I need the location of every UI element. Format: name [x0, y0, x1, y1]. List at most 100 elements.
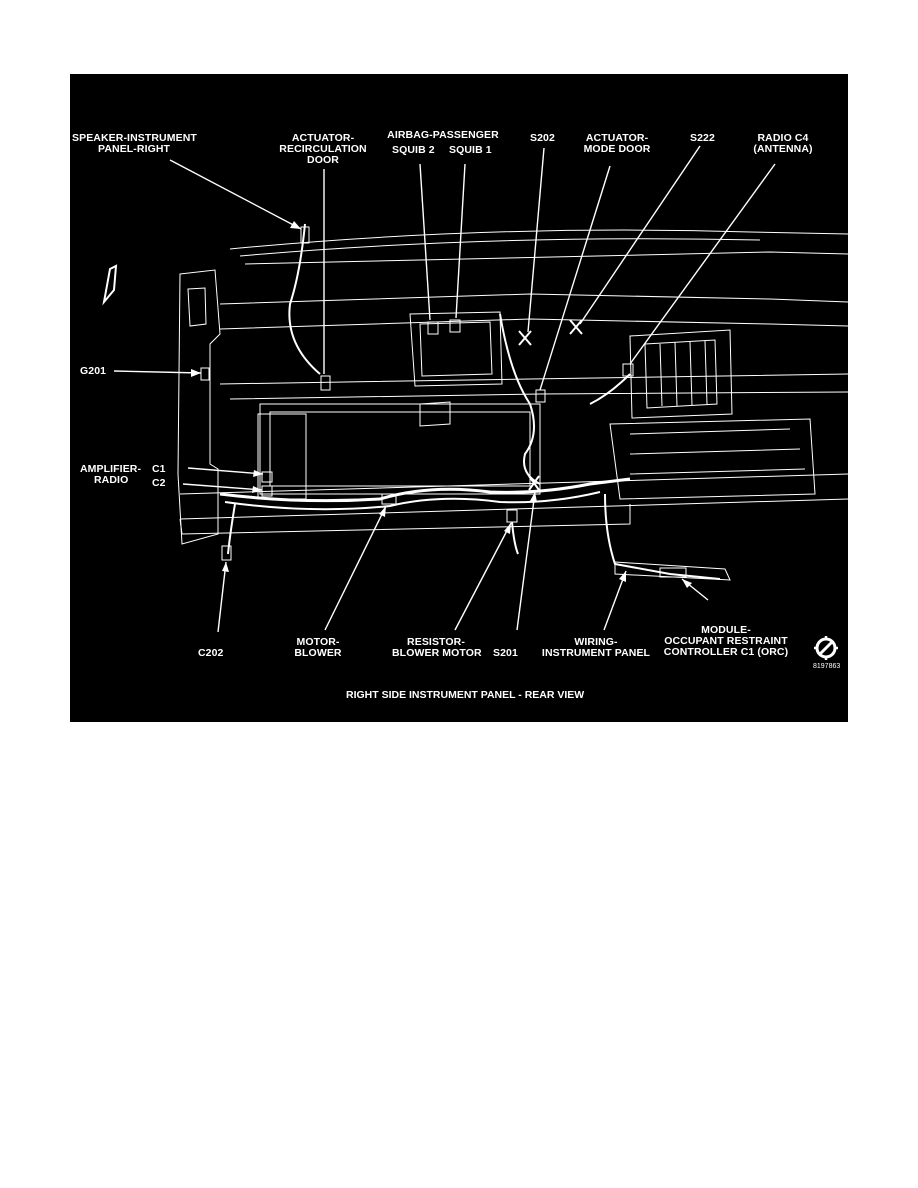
cross-beam-top	[219, 373, 848, 385]
label-squib-1: SQUIB 1	[449, 144, 492, 156]
amplifier-connector-c1	[261, 471, 273, 483]
right-lower-detail	[629, 428, 806, 475]
left-end-panel	[177, 269, 221, 545]
hvac-box-inner	[644, 339, 718, 409]
dash-cowl	[244, 251, 848, 265]
label-line: AMPLIFIER-	[80, 463, 142, 475]
label-wiring-instrument-panel: WIRING- INSTRUMENT PANEL	[538, 637, 654, 659]
label-speaker-instrument-panel-right: SPEAKER-INSTRUMENT PANEL-RIGHT	[72, 133, 197, 155]
glovebox-opening	[259, 403, 541, 495]
airbag-bracket	[419, 401, 451, 427]
orc-connector	[659, 567, 687, 578]
label-line: RADIO C4	[757, 132, 809, 144]
airbag-connector-left	[427, 321, 439, 335]
label-radio-c4-antenna: RADIO C4 (ANTENNA)	[744, 133, 822, 155]
leader-resistor	[454, 522, 512, 631]
dash-top-edge-inner	[239, 238, 761, 257]
label-c1: C1	[152, 463, 166, 475]
glovebox-inner	[269, 411, 531, 487]
arrowhead-s201	[530, 492, 537, 502]
label-line: RADIO	[94, 474, 129, 486]
label-line: MODE DOOR	[583, 143, 651, 155]
label-s201: S201	[493, 647, 518, 659]
leader-s201	[516, 491, 536, 631]
orc-module-bracket	[614, 561, 731, 581]
instrument-panel-illustration	[102, 145, 848, 660]
leader-actuator-mode	[539, 165, 611, 391]
upper-duct	[219, 293, 848, 305]
arrowhead-orc	[682, 579, 692, 588]
figure-id: 8197863	[813, 663, 841, 670]
label-line: OCCUPANT RESTRAINT	[664, 635, 788, 647]
label-amplifier-radio: AMPLIFIER- RADIO	[80, 464, 141, 486]
label-line: PANEL-RIGHT	[98, 143, 171, 155]
label-s202: S202	[530, 132, 555, 144]
arrowhead-motor-blower	[379, 506, 386, 517]
resistor-pigtail	[511, 521, 519, 555]
label-actuator-mode-door: ACTUATOR- MODE DOOR	[577, 133, 657, 155]
label-module-occupant-restraint-controller: MODULE- OCCUPANT RESTRAINT CONTROLLER C1…	[658, 625, 794, 658]
label-line: AIRBAG-PASSENGER	[387, 129, 499, 141]
arrowhead-speaker	[290, 221, 301, 229]
label-line: RECIRCULATION	[279, 143, 367, 155]
label-line: DOOR	[307, 154, 339, 166]
label-squib-2: SQUIB 2	[392, 144, 435, 156]
label-s222: S222	[690, 132, 715, 144]
leader-s222	[579, 145, 701, 325]
label-c2: C2	[152, 477, 166, 489]
label-line: BLOWER MOTOR	[392, 647, 482, 659]
harness-riser-left	[288, 223, 321, 375]
hvac-ribs	[659, 340, 708, 407]
label-line: MOTOR-	[296, 636, 340, 648]
chrysler-service-logo-icon	[814, 636, 838, 660]
lower-beam	[179, 473, 848, 495]
label-actuator-recirculation-door: ACTUATOR- RECIRCULATION DOOR	[268, 133, 378, 166]
amplifier-connector-c2	[261, 485, 273, 497]
label-line: CONTROLLER C1 (ORC)	[663, 646, 789, 658]
hvac-box	[629, 329, 733, 419]
label-g201: G201	[80, 365, 107, 377]
amplifier-body	[257, 413, 307, 500]
airbag-connector-right	[449, 319, 461, 333]
label-c202: C202	[198, 647, 224, 659]
leader-c2	[182, 483, 263, 491]
harness-main-2	[224, 491, 601, 511]
label-airbag-passenger: AIRBAG-PASSENGER	[379, 130, 507, 141]
splice-s202-marker	[518, 330, 532, 346]
airbag-module-face	[419, 321, 493, 377]
label-line: ACTUATOR-	[585, 132, 649, 144]
leader-wiring	[603, 570, 627, 631]
harness-to-hvac	[589, 373, 631, 405]
airbag-module	[409, 311, 503, 387]
dash-top-edge	[229, 229, 848, 250]
leader-motor-blower	[324, 505, 387, 631]
label-line: RESISTOR-	[407, 636, 465, 648]
leader-speaker	[169, 159, 302, 230]
arrowhead-c1	[253, 470, 263, 477]
arrowhead-g201	[191, 369, 201, 377]
right-lower-structure	[609, 418, 816, 500]
left-end-panel-detail	[187, 287, 207, 327]
leader-s202	[527, 147, 545, 333]
label-line: INSTRUMENT PANEL	[541, 647, 651, 659]
label-line: MODULE-	[701, 624, 751, 636]
label-line: ACTUATOR-	[291, 132, 355, 144]
arrowhead-wiring	[619, 571, 626, 582]
leader-squib1	[455, 163, 466, 319]
lower-frame	[179, 504, 631, 535]
arrowhead-c2	[252, 486, 262, 493]
diagram-frame: SPEAKER-INSTRUMENT PANEL-RIGHT ACTUATOR-…	[70, 74, 848, 722]
upper-duct-lower	[219, 318, 848, 330]
label-line: WIRING-	[574, 636, 618, 648]
diagram-caption: RIGHT SIDE INSTRUMENT PANEL - REAR VIEW	[346, 689, 585, 701]
leader-g201	[113, 370, 202, 374]
speaker-connector	[300, 226, 310, 244]
c202-connector	[221, 545, 232, 561]
leader-radio-c4	[629, 163, 776, 365]
harness-left-drop	[227, 503, 236, 555]
arrowhead-c202	[222, 562, 229, 572]
label-line: BLOWER	[294, 647, 342, 659]
left-bracket	[102, 264, 118, 306]
label-line: (ANTENNA)	[753, 143, 813, 155]
label-resistor-blower-motor: RESISTOR- BLOWER MOTOR	[392, 636, 482, 659]
